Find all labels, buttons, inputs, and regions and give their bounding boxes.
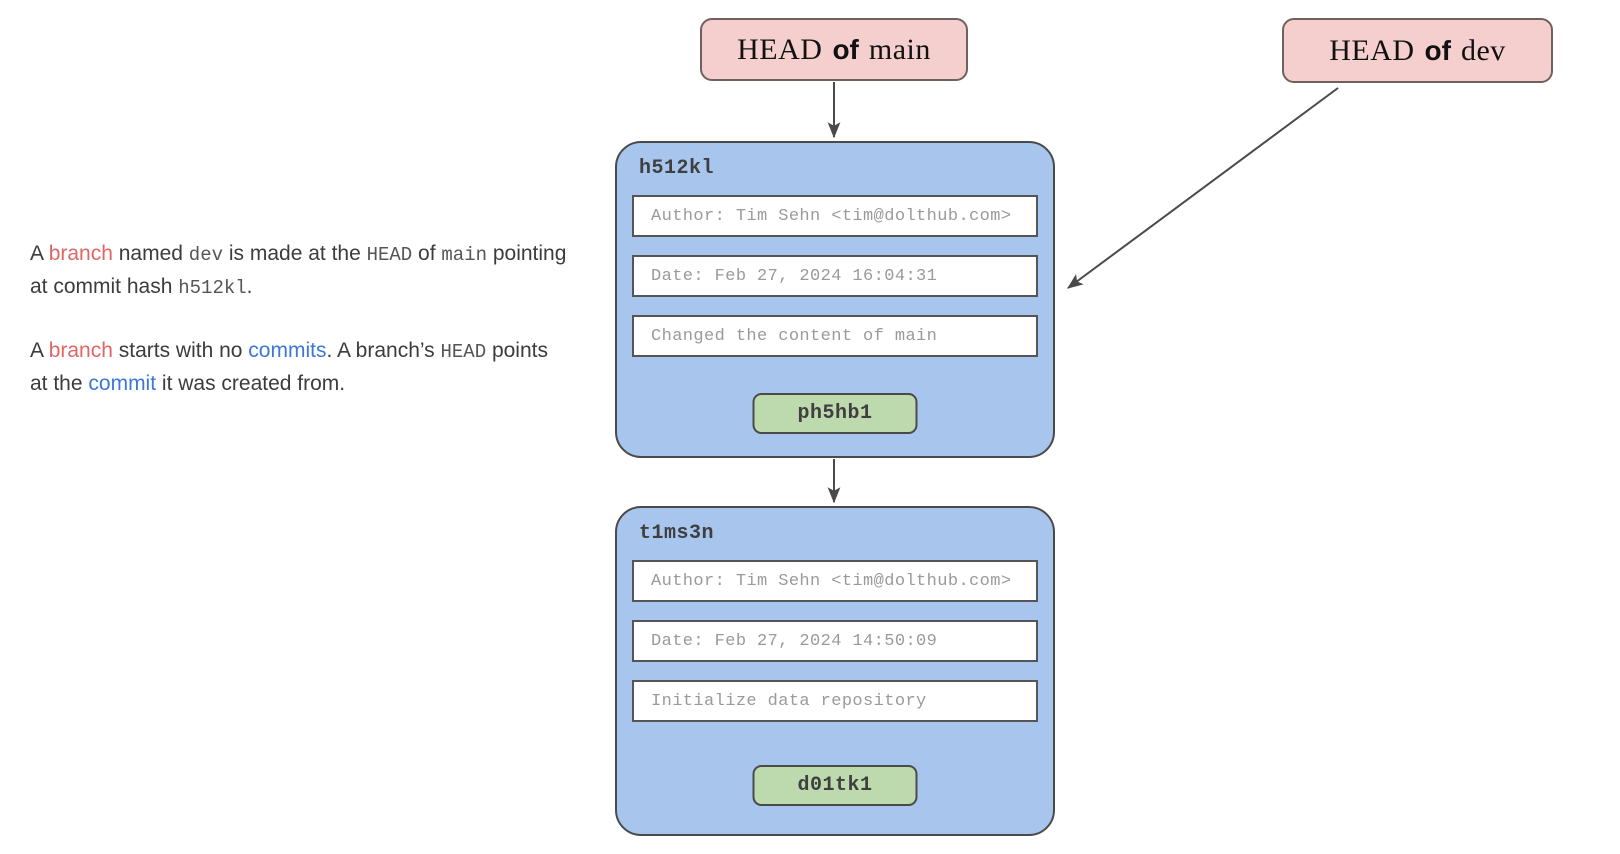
paragraph-branch-head-semantics: A branch starts with no commits. A branc… (30, 335, 570, 399)
arrow-head-dev-to-h512kl (1067, 87, 1339, 289)
commit-message-field: Initialize data repository (632, 680, 1038, 722)
text-segment-plain: . (246, 275, 253, 298)
text-segment-mono: h512kl (178, 277, 247, 299)
text-segment-plain: A (30, 339, 49, 362)
commit-hash-title: h512kl (639, 157, 715, 180)
text-segment-mono: dev (188, 244, 224, 266)
commit-hash-title: t1ms3n (639, 522, 715, 545)
commit-author-field: Author: Tim Sehn <tim@dolthub.com> (632, 195, 1038, 237)
parent-hash-badge[interactable]: d01tk1 (752, 765, 918, 806)
text-segment-plain: named (112, 242, 189, 265)
head-label: HEAD (1329, 33, 1415, 67)
commit-author-field: Author: Tim Sehn <tim@dolthub.com> (632, 560, 1038, 602)
commit-date-field: Date: Feb 27, 2024 16:04:31 (632, 255, 1038, 297)
text-segment-commit: commit (88, 372, 157, 395)
commit-fields: Author: Tim Sehn <tim@dolthub.com> Date:… (632, 195, 1038, 357)
text-segment-branch: branch (48, 339, 113, 362)
text-segment-plain: is made at the (223, 242, 367, 265)
branch-name-label: dev (1460, 33, 1506, 67)
text-segment-commit: commits (248, 339, 327, 362)
text-segment-branch: branch (48, 242, 113, 265)
paragraph-branch-created: A branch named dev is made at the HEAD o… (30, 238, 570, 304)
commit-node-t1ms3n[interactable]: t1ms3n Author: Tim Sehn <tim@dolthub.com… (615, 506, 1055, 836)
of-connector-label: of (832, 33, 859, 65)
text-segment-plain: . A branch’s (326, 339, 441, 362)
text-segment-plain: points at the (30, 339, 548, 395)
commit-message-field: Changed the content of main (632, 315, 1038, 357)
commit-date-field: Date: Feb 27, 2024 14:50:09 (632, 620, 1038, 662)
text-segment-plain: it was created from. (156, 372, 346, 395)
commit-fields: Author: Tim Sehn <tim@dolthub.com> Date:… (632, 560, 1038, 722)
parent-hash-badge[interactable]: ph5hb1 (752, 393, 918, 434)
of-connector-label: of (1424, 34, 1451, 66)
text-segment-plain: pointing at commit hash (30, 242, 567, 298)
text-segment-plain: of (412, 242, 442, 265)
text-segment-mono: HEAD (366, 244, 413, 266)
text-segment-plain: starts with no (112, 339, 249, 362)
head-label: HEAD (737, 32, 823, 66)
text-segment-mono: main (441, 244, 487, 266)
branch-name-label: main (868, 32, 931, 66)
text-segment-mono: HEAD (440, 341, 487, 363)
commit-node-h512kl[interactable]: h512kl Author: Tim Sehn <tim@dolthub.com… (615, 141, 1055, 458)
head-of-dev-pill[interactable]: HEAD of dev (1282, 18, 1553, 83)
head-of-main-pill[interactable]: HEAD of main (700, 18, 968, 81)
text-segment-plain: A (30, 242, 49, 265)
explanation-text-block: A branch named dev is made at the HEAD o… (30, 238, 570, 399)
